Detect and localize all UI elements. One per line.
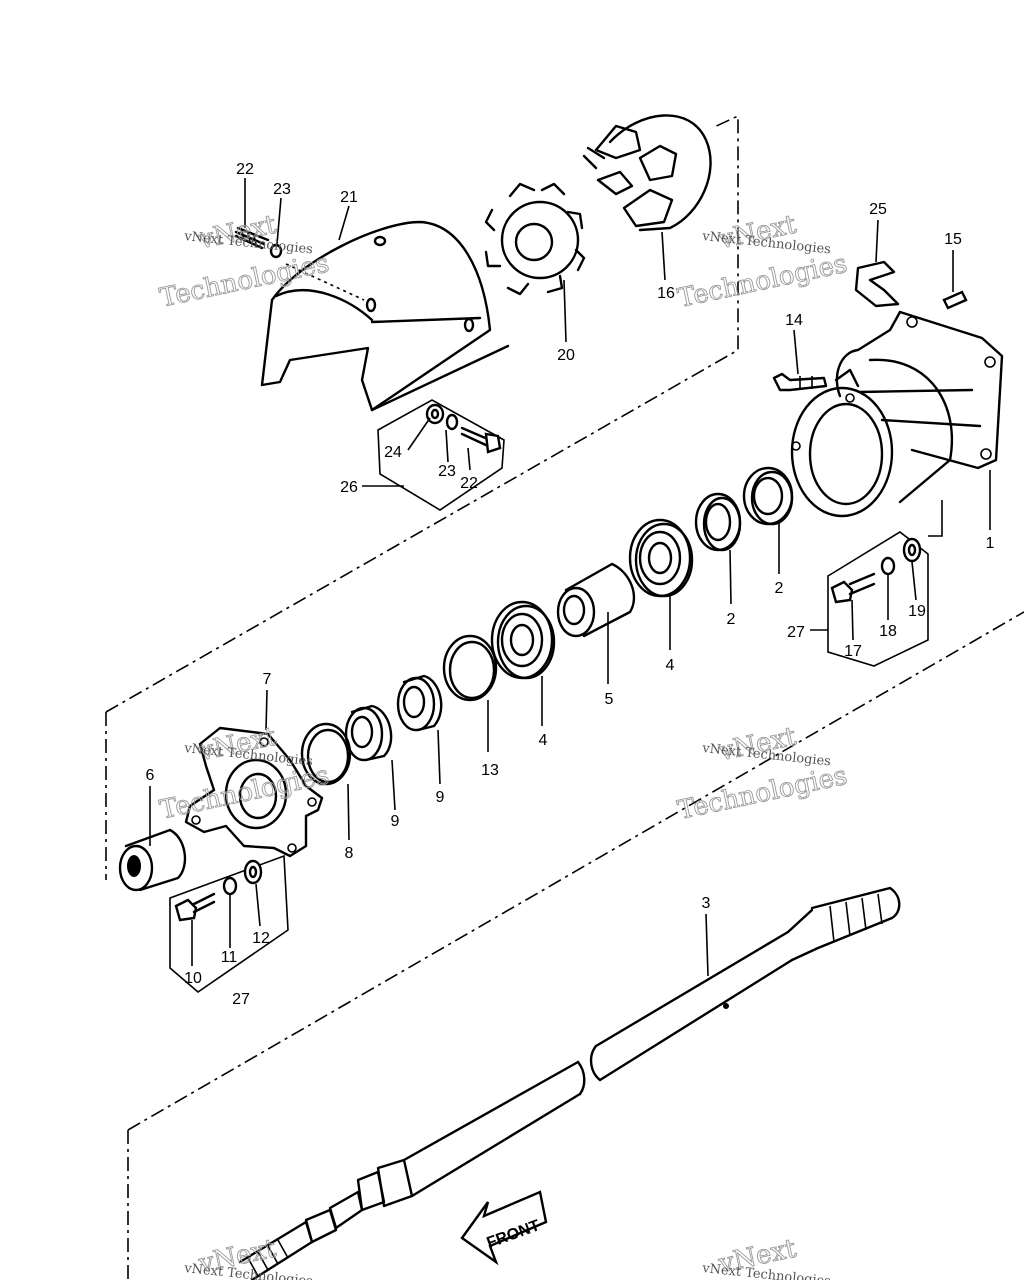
label-part-27: 27 — [787, 624, 805, 641]
label-part-19: 19 — [908, 603, 926, 620]
label-part-21: 21 — [340, 189, 358, 206]
svg-text:Technologies: Technologies — [675, 249, 850, 314]
label-part-23: 23 — [438, 463, 456, 480]
label-part-5: 5 — [605, 691, 614, 708]
label-part-8: 8 — [345, 845, 354, 862]
part-1-housing — [790, 310, 1004, 518]
label-part-10: 10 — [184, 970, 202, 987]
part-14-grease-nipple — [772, 372, 828, 392]
label-part-22: 22 — [460, 475, 478, 492]
part-6-bushing — [118, 828, 187, 892]
part-16-coupler — [582, 114, 712, 232]
label-part-9: 9 — [391, 813, 400, 830]
part-21-cover — [260, 220, 510, 412]
label-part-24: 24 — [384, 444, 402, 461]
label-part-18: 18 — [879, 623, 897, 640]
label-part-1: 1 — [986, 535, 995, 552]
label-part-27: 27 — [232, 991, 250, 1008]
label-part-11: 11 — [221, 949, 238, 966]
label-part-2: 2 — [727, 611, 736, 628]
label-part-9: 9 — [436, 789, 445, 806]
part-27-hardware-group-lower — [169, 854, 289, 994]
assembly-boundary — [105, 114, 1024, 1280]
part-27-hardware-group-right — [827, 531, 929, 667]
part-2-seal-right — [742, 466, 794, 526]
part-number-labels: 1 2 2 3 4 4 5 6 7 8 9 9 10 11 12 13 14 1… — [146, 161, 995, 1008]
label-part-25: 25 — [869, 201, 887, 218]
part-8-oring — [300, 722, 352, 786]
part-13-oring — [442, 634, 498, 702]
label-part-4: 4 — [539, 732, 548, 749]
label-part-16: 16 — [657, 285, 675, 302]
part-5-spacer — [556, 562, 636, 638]
part-15-pin — [942, 290, 968, 310]
part-9-bushing-right — [396, 674, 443, 732]
label-part-23: 23 — [273, 181, 291, 198]
part-2-seal-left — [694, 492, 742, 552]
label-part-17: 17 — [844, 643, 862, 660]
watermark-bottom-left: vNext vNext Technologies — [183, 1233, 314, 1280]
label-part-7: 7 — [263, 671, 272, 688]
front-direction-arrow: FRONT — [460, 1190, 548, 1266]
svg-text:Technologies: Technologies — [675, 761, 850, 826]
part-9-bushing-left — [344, 704, 393, 762]
label-part-2: 2 — [775, 580, 784, 597]
label-part-14: 14 — [785, 312, 803, 329]
svg-text:Technologies: Technologies — [157, 248, 332, 313]
label-part-15: 15 — [944, 231, 962, 248]
watermark-mid-right: vNext vNext Technologies Technologies — [675, 721, 850, 826]
part-4-bearing-right — [628, 518, 694, 598]
part-4-bearing-left — [490, 600, 556, 680]
label-part-12: 12 — [252, 930, 270, 947]
part-7-flange — [184, 726, 324, 858]
label-part-26: 26 — [340, 479, 358, 496]
part-23-washer-top — [269, 243, 283, 259]
part-22-bolt-top — [234, 226, 270, 250]
label-part-20: 20 — [557, 347, 575, 364]
watermark-top-right: vNext vNext Technologies Technologies — [675, 209, 850, 314]
label-part-13: 13 — [481, 762, 499, 779]
watermark-bottom-right: vNext vNext Technologies — [701, 1233, 832, 1280]
watermark-top-left: vNext vNext Technologies Technologies — [157, 209, 332, 314]
label-part-6: 6 — [146, 767, 155, 784]
part-3-drive-shaft — [238, 886, 901, 1280]
part-26-hardware-group — [377, 399, 505, 511]
label-part-22: 22 — [236, 161, 254, 178]
part-20-damper — [484, 182, 586, 296]
label-part-3: 3 — [702, 895, 711, 912]
part-25-shim-plate — [854, 260, 900, 308]
label-part-4: 4 — [666, 657, 675, 674]
leader-lines — [149, 178, 991, 977]
